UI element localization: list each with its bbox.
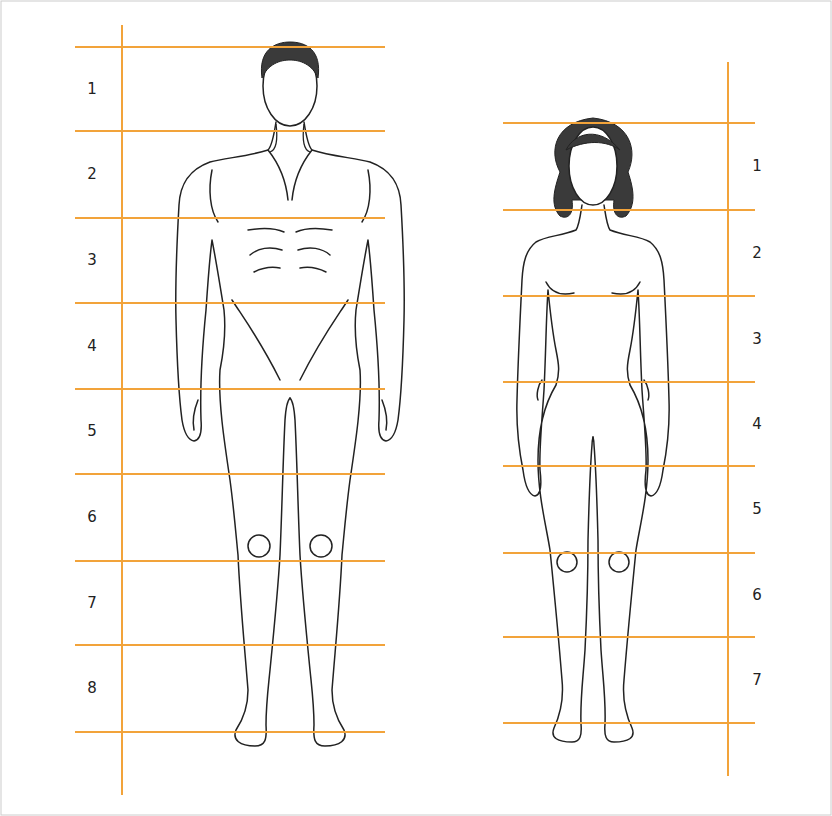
- proportion-number: 5: [752, 500, 762, 518]
- male-guide-lines: [75, 25, 385, 795]
- female-guide-lines: [503, 62, 755, 776]
- proportion-number: 2: [87, 165, 97, 183]
- proportion-number: 1: [752, 157, 762, 175]
- proportion-number: 6: [752, 586, 762, 604]
- proportion-number: 3: [752, 330, 762, 348]
- proportion-number: 4: [752, 415, 762, 433]
- proportion-number: 2: [752, 244, 762, 262]
- proportion-number: 7: [87, 594, 97, 612]
- proportion-number: 3: [87, 251, 97, 269]
- female-figure: [517, 118, 669, 742]
- proportion-number: 1: [87, 80, 97, 98]
- proportion-number: 6: [87, 508, 97, 526]
- proportion-number: 5: [87, 422, 97, 440]
- male-figure: [176, 42, 405, 746]
- proportion-number: 8: [87, 679, 97, 697]
- proportion-number: 7: [752, 671, 762, 689]
- proportion-number: 4: [87, 337, 97, 355]
